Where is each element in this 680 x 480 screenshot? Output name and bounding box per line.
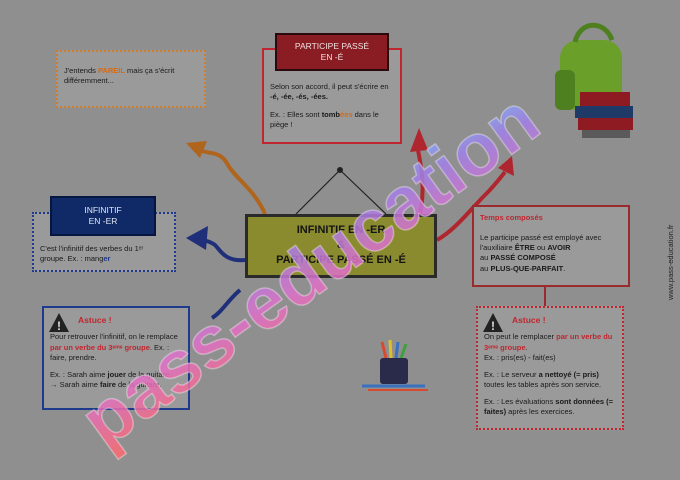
temps-line-1: Le participe passé est employé avec l'au…	[480, 233, 622, 253]
astuce-left-box: ! Astuce ! Pour retrouver l'infinitif, o…	[42, 306, 190, 410]
temps-line3-text: au	[480, 263, 491, 273]
temps-line-3: au PLUS-QUE-PARFAIT.	[480, 264, 622, 274]
main-line-1: INFINITIF EN -ER	[296, 224, 386, 236]
astuce-right-ex1: Ex. : Le serveur a nettoyé (= pris) tout…	[484, 370, 616, 390]
pencil-cup-icon	[362, 339, 428, 391]
astuce-left-ex2b: faire	[100, 379, 116, 389]
astuce-right-ex0: Ex. : pris(es) - fait(es)	[484, 352, 556, 362]
warning-icon: !	[49, 313, 69, 333]
astuce-left-ex2c: de la guitare.	[115, 379, 162, 389]
participe-title: PARTICIPE PASSÉ EN -É	[275, 33, 389, 71]
temps-composes-box: Temps composés Le participe passé est em…	[472, 205, 630, 287]
participe-title-2: EN -É	[320, 52, 344, 63]
infinitif-text: C'est l'infinitif des verbes du 1ᵉʳ grou…	[40, 244, 144, 264]
svg-text:!: !	[57, 319, 61, 333]
astuce-right-ex2d: après les exercices.	[506, 407, 575, 417]
astuce-right-ex1c: (= pris)	[571, 369, 599, 379]
temps-title: Temps composés	[480, 213, 543, 222]
temps-line1-text: Le participe passé est employé avec l'au…	[480, 233, 602, 253]
astuce-right-ex2: Ex. : Les évaluations sont données (= fa…	[484, 397, 616, 417]
astuce-right-ex2b: sont données	[555, 397, 605, 407]
temps-line-2: au PASSÉ COMPOSÉ	[480, 253, 622, 263]
astuce-right-rule: On peut le remplacer par un verbe du 3ᵉᵐ…	[484, 332, 616, 352]
infinitif-title-1: INFINITIF	[84, 205, 122, 215]
astuce-left-ex1b: jouer	[107, 369, 126, 379]
temps-etre: ÊTRE	[514, 243, 535, 253]
astuce-right-ex1b: a nettoyé	[538, 369, 572, 379]
astuce-left-ex1: Ex. : Sarah aime jouer de la guitare.	[50, 370, 182, 380]
astuce-right-ex1d: toutes les tables après son service.	[484, 379, 602, 389]
pareil-box: J'entends PAREIL mais ça s'écrit différe…	[56, 50, 206, 108]
participe-ex-word-b: ées	[340, 110, 353, 120]
main-title-sign: INFINITIF EN -ER & PARTICIPE PASSÉ EN -É	[245, 214, 437, 278]
astuce-right-head: Astuce !	[512, 315, 546, 325]
svg-text:!: !	[491, 319, 495, 333]
backpack-icon	[555, 22, 633, 138]
participe-intro: Selon son accord, il peut s'écrire en	[270, 82, 389, 91]
astuce-right-ex2c: (= faites)	[484, 397, 614, 417]
side-url: www.pass-education.fr	[666, 224, 675, 300]
participe-example: Ex. : Elles sont tombées dans le piège !	[270, 110, 394, 130]
astuce-left-l1: Pour retrouver l'infinitif, on le rempla…	[50, 332, 178, 342]
astuce-left-l1b: par un verbe du 3ᵉᵐᵉ groupe	[50, 342, 150, 352]
pareil-rest: mais ça s'écrit différemment...	[64, 66, 175, 86]
temps-line2-text: au	[480, 253, 491, 263]
participe-rule: Selon son accord, il peut s'écrire en -é…	[270, 82, 394, 102]
temps-avoir: AVOIR	[547, 243, 571, 253]
participe-title-1: PARTICIPE PASSÉ	[294, 41, 370, 51]
astuce-left-l1c: . Ex. : faire, prendre.	[50, 342, 170, 362]
temps-ou: ou	[534, 243, 548, 253]
main-line-2: &	[337, 238, 345, 251]
participe-ex-word-a: tomb	[321, 110, 341, 120]
temps-pc: PASSÉ COMPOSÉ	[490, 253, 556, 263]
astuce-right-ex2a: Ex. : Les évaluations	[484, 397, 556, 407]
infinitif-text-end: er	[103, 254, 111, 264]
astuce-right-l1b: par un verbe du 3ᵉᵐᵉ groupe	[484, 332, 613, 352]
main-line-3: PARTICIPE PASSÉ EN -É	[276, 253, 406, 266]
pareil-prefix: J'entends	[64, 66, 98, 75]
astuce-left-ex2a: → Sarah aime	[50, 379, 101, 389]
astuce-left-head: Astuce !	[78, 315, 112, 325]
astuce-right-box: ! Astuce ! On peut le remplacer par un v…	[476, 306, 624, 430]
astuce-left-ex1a: Ex. : Sarah aime	[50, 369, 108, 379]
participe-ex-suffix: dans le piège !	[270, 110, 379, 130]
astuce-left-rule: Pour retrouver l'infinitif, on le rempla…	[50, 332, 182, 362]
astuce-right-ex1a: Ex. : Le serveur	[484, 369, 539, 379]
astuce-right-l1c: .	[525, 342, 528, 352]
astuce-left-ex2: → Sarah aime faire de la guitare.	[50, 380, 182, 390]
infinitif-title: INFINITIF EN -ER	[50, 196, 156, 236]
temps-pqp: PLUS-QUE-PARFAIT	[490, 263, 564, 273]
temps-dot: .	[563, 263, 566, 273]
astuce-right-l1: On peut le remplacer	[484, 332, 557, 342]
infinitif-title-2: EN -ER	[88, 216, 118, 227]
astuce-left-ex1c: de la guitare.	[125, 369, 172, 379]
participe-forms: -é, -ée, -és, -ées.	[270, 92, 328, 102]
pareil-word: PAREIL	[97, 66, 125, 75]
warning-icon: !	[483, 313, 503, 333]
participe-ex-prefix: Ex. : Elles sont	[270, 110, 322, 120]
